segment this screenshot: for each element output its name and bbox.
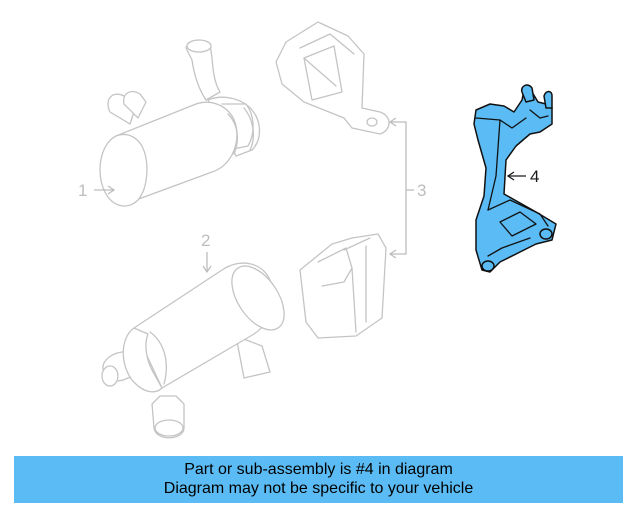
callout-4: 4 bbox=[530, 167, 539, 186]
banner-line-2: Diagram may not be specific to your vehi… bbox=[163, 480, 474, 497]
part-2-leader-arrow bbox=[202, 265, 212, 274]
callout-3: 3 bbox=[417, 181, 426, 200]
callout-2: 2 bbox=[201, 231, 210, 250]
callout-1: 1 bbox=[78, 181, 87, 200]
part-2-solenoid-valve bbox=[101, 262, 285, 439]
info-banner: Part or sub-assembly is #4 in diagram Di… bbox=[14, 456, 623, 503]
part-1-leader-arrow bbox=[107, 185, 116, 195]
part-4-bracket bbox=[473, 84, 557, 273]
part-4-leader-arrow bbox=[506, 171, 515, 181]
part-1-solenoid-valve bbox=[99, 39, 261, 207]
part-3-upper-bracket bbox=[275, 21, 390, 135]
part-3-leader-bracket bbox=[388, 117, 414, 259]
part-3-lower-bracket bbox=[299, 233, 387, 339]
banner-line-1: Part or sub-assembly is #4 in diagram bbox=[184, 461, 453, 478]
